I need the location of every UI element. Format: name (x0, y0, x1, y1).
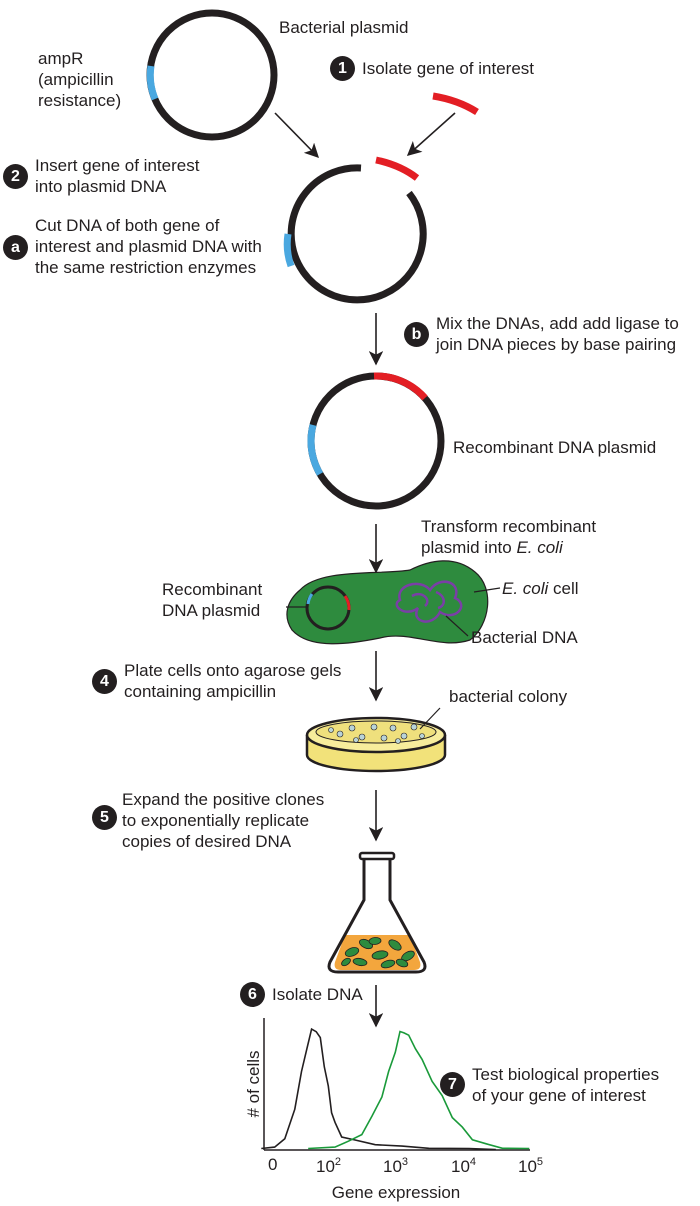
ampr-line-2: (ampicillin (38, 70, 114, 89)
step-b-line-2: join DNA pieces by base pairing (436, 335, 677, 354)
step-badge-6: 6 (240, 982, 265, 1007)
series-green-curve (308, 1030, 530, 1150)
step-4-line-2: containing ampicillin (124, 682, 277, 701)
recombinant-plasmid (307, 372, 445, 510)
label-ecoli-cell: E. coli cell (502, 578, 579, 599)
step-5-line-2: to exponentially replicate (122, 811, 310, 830)
step-a-line-1: Cut DNA of both gene of (35, 216, 220, 235)
label-bacterial-colony: bacterial colony (449, 687, 568, 706)
step-a-text: Cut DNA of both gene of interest and pla… (35, 215, 262, 278)
step-7-line-2: of your gene of interest (472, 1086, 646, 1105)
cell-plasmid-line-1: Recombinant (162, 580, 263, 599)
ecoli-cell-rest: cell (548, 579, 579, 598)
ampr-line-1: ampR (38, 49, 84, 68)
step-7-line-1: Test biological properties (472, 1065, 660, 1084)
step-3-line-2: plasmid into E. coli (421, 537, 596, 558)
step-7-text: Test biological properties of your gene … (472, 1064, 659, 1106)
ecoli-cell (286, 560, 489, 645)
y-axis-label: # of cells (244, 1050, 263, 1117)
step-a-line-2: interest and plasmid DNA with (35, 237, 262, 256)
arrow-plasmid-to-cut (274, 112, 320, 159)
gene-fragment (432, 92, 479, 115)
step-badge-2: 2 (3, 164, 28, 189)
label-cell-plasmid: Recombinant DNA plasmid (162, 579, 262, 621)
step-3-text: Transform recombinant plasmid into E. co… (421, 516, 596, 558)
histogram: 0 102 103 104 105 Gene expression # of c… (244, 1018, 543, 1202)
series-black-curve (261, 1027, 496, 1151)
step-5-line-3: copies of desired DNA (122, 832, 292, 851)
label-ampr: ampR (ampicillin resistance) (38, 48, 121, 111)
step-badge-4: 4 (92, 669, 117, 694)
step-badge-b: b (404, 322, 429, 347)
ampr-line-3: resistance) (38, 91, 122, 110)
step-b-text: Mix the DNAs, add add ligase to join DNA… (436, 313, 679, 355)
step-3-line-1: Transform recombinant (421, 517, 597, 536)
step-3-line-2-text: plasmid into (421, 538, 517, 557)
step-badge-5: 5 (92, 805, 117, 830)
cut-plasmid (283, 156, 427, 304)
tick-label-100: 102 (316, 1156, 341, 1176)
tick-label-100000: 105 (518, 1156, 543, 1176)
step-1-text: Isolate gene of interest (362, 59, 535, 78)
bacterial-plasmid (146, 9, 278, 141)
leader-colony (419, 707, 441, 730)
step-3-line-2-italic: E. coli (516, 538, 563, 557)
step-2-line-1: Insert gene of interest (35, 156, 200, 175)
step-badge-7: 7 (440, 1072, 465, 1097)
step-2-line-2: into plasmid DNA (35, 177, 167, 196)
step-4-line-1: Plate cells onto agarose gels (124, 661, 342, 680)
petri-dish (305, 716, 447, 773)
label-recombinant-plasmid: Recombinant DNA plasmid (453, 438, 657, 457)
step-badge-a: a (3, 235, 28, 260)
step-5-line-1: Expand the positive clones (122, 790, 325, 809)
step-6-text: Isolate DNA (272, 985, 363, 1004)
arrow-gene-to-cut (406, 112, 456, 156)
tick-label-1000: 103 (383, 1156, 408, 1176)
step-badge-1: 1 (330, 56, 355, 81)
step-5-text: Expand the positive clones to exponentia… (122, 789, 324, 852)
x-axis-label: Gene expression (332, 1183, 461, 1202)
label-bacterial-dna: Bacterial DNA (471, 628, 578, 647)
step-4-text: Plate cells onto agarose gels containing… (124, 660, 341, 702)
step-a-line-3: the same restriction enzymes (35, 258, 257, 277)
step-2-text: Insert gene of interest into plasmid DNA (35, 155, 199, 197)
step-b-line-1: Mix the DNAs, add add ligase to (436, 314, 679, 333)
leader-ecoli (473, 587, 501, 593)
flask (327, 851, 427, 974)
ecoli-cell-italic: E. coli (502, 579, 549, 598)
cell-plasmid-line-2: DNA plasmid (162, 601, 261, 620)
tick-label-0: 0 (268, 1155, 277, 1174)
tick-label-10000: 104 (451, 1156, 476, 1176)
leader-bacterial-dna (445, 615, 469, 637)
label-bacterial-plasmid: Bacterial plasmid (279, 18, 409, 37)
